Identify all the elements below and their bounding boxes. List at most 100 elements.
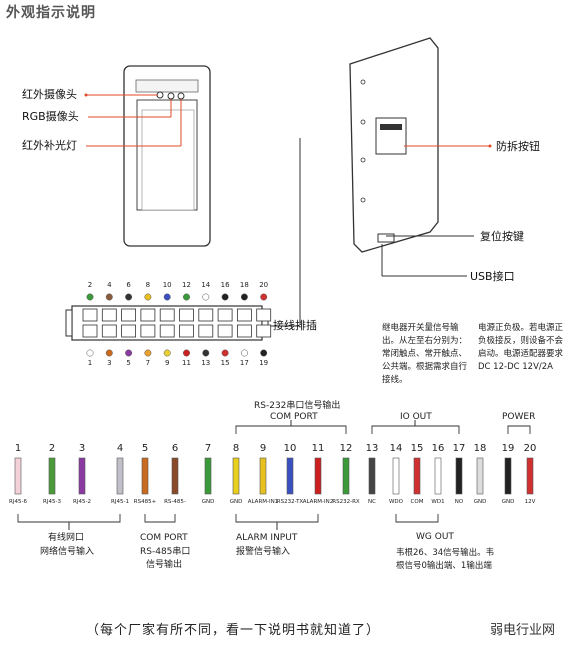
wire-name-3: RJ45-2 (73, 499, 91, 505)
group-bracket (17, 514, 121, 523)
wire-name-7: GND (201, 499, 215, 505)
connector-slot-top (101, 308, 117, 322)
wire-name-19: GND (501, 499, 515, 505)
wire-name-17: NO (454, 499, 464, 505)
connector-slot-top (217, 308, 233, 322)
connector-top-dot (240, 293, 248, 301)
connector-slot-top (82, 308, 98, 322)
connector-slot-top (256, 308, 272, 322)
wire-name-14: WDO (388, 499, 403, 505)
connector-slot-top (121, 308, 136, 322)
connector-bottom-dot (144, 349, 152, 357)
io-out-label: IO OUT (400, 412, 432, 422)
connector-bottom-dot (125, 349, 133, 357)
connector-slot-bottom (256, 324, 272, 338)
connector-bottom-pin-number: 9 (164, 359, 170, 367)
connector-top-dot (202, 293, 210, 301)
wg-desc: 韦根26、34信号输出。韦根信号0输出端、1输出端 (396, 548, 495, 571)
rs232-group-label: RS-232串口信号输出 (254, 401, 341, 411)
connector-slot-top (159, 308, 175, 322)
wire-name-15: COM (410, 499, 424, 505)
wire-10 (286, 457, 294, 495)
power-group-label: POWER (502, 412, 536, 422)
connector-bottom-pin-number: 17 (239, 359, 249, 367)
rs485-sub-label: 信号输出 (146, 560, 183, 570)
wire-11 (314, 457, 322, 495)
group-bracket (395, 514, 439, 523)
wire-number-8: 8 (232, 443, 240, 454)
wire-name-5: RS485+ (133, 499, 157, 505)
connector-top-dot (105, 293, 113, 301)
wire-name-12: RS232-RX (332, 499, 360, 505)
rs485-label: RS-485串口 (140, 547, 191, 557)
wire-number-12: 12 (339, 443, 353, 454)
wire-number-11: 11 (311, 443, 325, 454)
wire-number-6: 6 (171, 443, 179, 454)
wire-number-15: 15 (410, 443, 424, 454)
connector-bottom-dot (105, 349, 113, 357)
wire-name-2: RJ45-3 (43, 499, 61, 505)
connector-bottom-dot (202, 349, 210, 357)
connector-bottom-dot (221, 349, 229, 357)
wire-14 (392, 457, 400, 495)
connector-bottom-dot (240, 349, 248, 357)
connector-slot-bottom (236, 324, 252, 338)
wire-number-20: 20 (523, 443, 537, 454)
wired-net-sub-label: 网络信号输入 (40, 547, 95, 557)
connector-left-tab (65, 309, 73, 337)
alarm-input-label: ALARM INPUT (236, 533, 298, 543)
wire-8 (232, 457, 240, 495)
wire-number-19: 19 (501, 443, 515, 454)
usb-port-label: USB接口 (470, 270, 515, 283)
wire-number-17: 17 (452, 443, 466, 454)
wire-1 (14, 457, 22, 495)
wire-number-9: 9 (259, 443, 267, 454)
connector-bottom-pin-number: 7 (145, 359, 151, 367)
connector-bottom-dot (86, 349, 94, 357)
connector-slot-bottom (140, 324, 156, 338)
connector-slot-bottom (121, 324, 136, 338)
group-bracket (507, 425, 531, 434)
wire-name-11: ALARM-IN2 (302, 499, 334, 505)
connector-top-dot (183, 293, 190, 301)
wired-net-label: 有线网口 (48, 533, 85, 543)
wire-19 (504, 457, 512, 495)
connector-slot-bottom (82, 324, 98, 338)
group-bracket (235, 514, 319, 523)
wire-6 (171, 457, 179, 495)
connector-bottom-pin-number: 1 (87, 359, 93, 367)
wire-number-5: 5 (141, 443, 149, 454)
wire-number-1: 1 (14, 443, 22, 454)
connector-slot-top (179, 308, 194, 322)
connector-top-dot (144, 293, 152, 301)
connector-slot-bottom (198, 324, 214, 338)
wire-name-13: NC (368, 499, 376, 505)
alarm-sub-label: 报警信号输入 (236, 547, 291, 557)
wire-7 (204, 457, 212, 495)
footer-note: （每个厂家有所不同，看一下说明书就知道了） (86, 623, 381, 638)
wire-name-8: GND (229, 499, 243, 505)
tamper-button-label: 防拆按钮 (496, 140, 540, 153)
group-bracket (235, 425, 347, 434)
wg-out-label: WG OUT (416, 532, 454, 542)
wire-5 (141, 457, 149, 495)
ir-camera-label: 红外摄像头 (22, 88, 77, 101)
connector-bottom-dot (163, 349, 171, 357)
connector-slot-top (140, 308, 156, 322)
wire-number-14: 14 (389, 443, 403, 454)
brand-logo-text: 弱电行业网 (490, 623, 556, 638)
wire-number-3: 3 (78, 443, 86, 454)
connector-bottom-dot (260, 349, 268, 357)
wire-3 (78, 457, 86, 495)
wire-number-4: 4 (116, 443, 124, 454)
connector-slot-top (198, 308, 214, 322)
connector-top-pin-number: 14 (201, 281, 211, 289)
wire-number-10: 10 (283, 443, 297, 454)
connector-bottom-pin-number: 13 (201, 359, 211, 367)
wire-number-18: 18 (473, 443, 487, 454)
power-note: 电源正负极。若电源正负极接反，则设备不会启动。电源适配器要求DC 12-DC 1… (478, 323, 564, 372)
connector-bottom-dot (183, 349, 190, 357)
ir-light-label: 红外补光灯 (22, 139, 77, 152)
